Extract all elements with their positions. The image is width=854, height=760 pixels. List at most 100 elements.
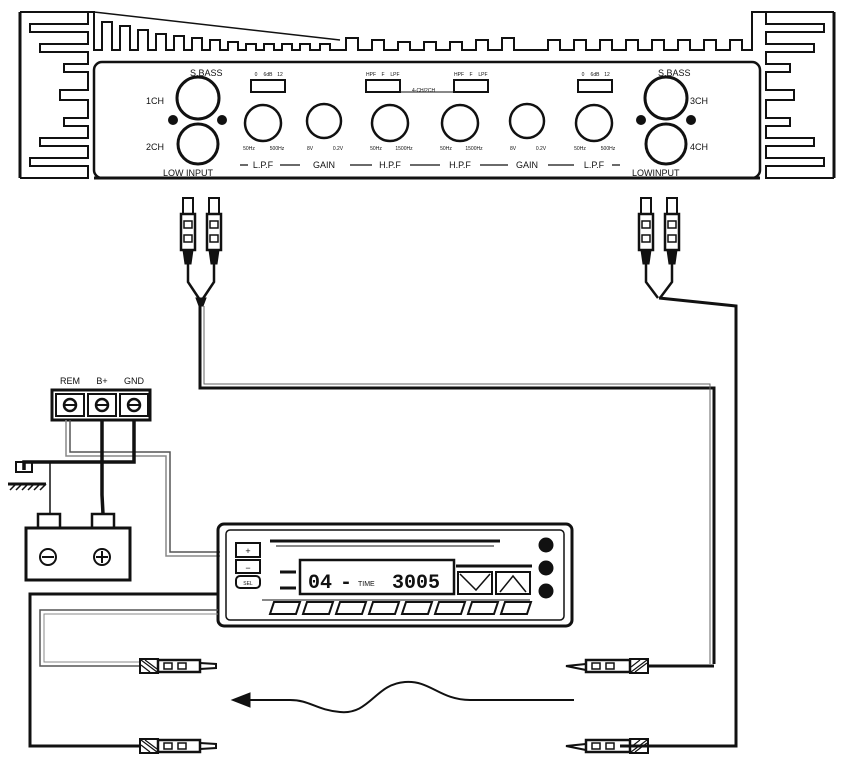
battery: ⊖ ⊕ bbox=[24, 512, 132, 582]
knob-lpf-right[interactable] bbox=[574, 103, 614, 143]
preset-button-3[interactable] bbox=[334, 601, 368, 615]
control-label-5: L.P.F bbox=[584, 160, 605, 170]
battery-positive-terminal: ⊕ bbox=[93, 548, 111, 566]
switch-option-0-2: 12 bbox=[277, 72, 283, 78]
wire-head-unit-out-grey bbox=[39, 609, 218, 667]
rca-cable-left bbox=[179, 197, 716, 664]
label-sbass-left: S.BASS bbox=[190, 68, 223, 78]
input-jack-3ch[interactable] bbox=[643, 75, 689, 121]
input-jack-4ch[interactable] bbox=[644, 122, 688, 166]
preset-button-7[interactable] bbox=[466, 601, 500, 615]
button-eject[interactable] bbox=[457, 571, 493, 595]
terminal-rem[interactable] bbox=[55, 393, 85, 417]
control-scale-min-5: 50Hz bbox=[574, 146, 586, 152]
wire-rca-left-to-head-unit bbox=[198, 306, 716, 664]
bass-knob-left-a[interactable] bbox=[168, 115, 178, 125]
connector-left-upper bbox=[139, 658, 217, 674]
rca-plug-left-2 bbox=[205, 197, 223, 265]
control-label-2: H.P.F bbox=[379, 160, 401, 170]
bass-knob-left-b[interactable] bbox=[217, 115, 227, 125]
preset-button-1[interactable] bbox=[268, 601, 302, 615]
switch-filter-right[interactable] bbox=[453, 79, 489, 93]
button-minus-label: − bbox=[245, 563, 250, 573]
button-round-1[interactable] bbox=[538, 537, 554, 553]
control-scale-max-4: 0.2V bbox=[536, 146, 547, 152]
terminal-label-bplus: B+ bbox=[96, 376, 107, 386]
connector-right-lower bbox=[565, 738, 649, 754]
switch-option-0-0: 0 bbox=[255, 72, 258, 78]
knob-hpf-right[interactable] bbox=[440, 103, 480, 143]
button-round-3[interactable] bbox=[538, 583, 554, 599]
knob-lpf-left[interactable] bbox=[243, 103, 283, 143]
control-scale-min-2: 50Hz bbox=[370, 146, 382, 152]
button-plus[interactable] bbox=[235, 542, 261, 558]
switch-slope-right[interactable] bbox=[577, 79, 613, 93]
preset-button-2[interactable] bbox=[301, 601, 335, 615]
display-track: 04 bbox=[308, 572, 332, 595]
control-label-3: H.P.F bbox=[449, 160, 471, 170]
preset-button-6[interactable] bbox=[433, 601, 467, 615]
terminal-bplus[interactable] bbox=[87, 393, 117, 417]
display-separator: - bbox=[340, 572, 352, 595]
display-time: 3005 bbox=[392, 572, 440, 595]
control-scale-min-0: 50Hz bbox=[243, 146, 255, 152]
preset-button-4[interactable] bbox=[367, 601, 401, 615]
button-open[interactable] bbox=[495, 571, 531, 595]
wire-bplus bbox=[100, 420, 105, 515]
button-minus[interactable] bbox=[235, 559, 261, 574]
switch-option-2-1: F bbox=[469, 72, 472, 78]
switch-filter-left[interactable] bbox=[365, 79, 401, 93]
rca-plug-right-2 bbox=[663, 197, 681, 265]
battery-negative-terminal: ⊖ bbox=[39, 548, 57, 566]
amplifier-heatsink-outline bbox=[20, 11, 89, 179]
switch-option-3-2: 12 bbox=[604, 72, 610, 78]
amplifier-top-fins bbox=[88, 11, 766, 51]
input-jack-2ch[interactable] bbox=[176, 122, 220, 166]
preset-button-8[interactable] bbox=[499, 601, 533, 615]
connector-right-upper bbox=[565, 658, 714, 674]
button-sel-label: SEL bbox=[243, 581, 253, 587]
label-1ch: 1CH bbox=[146, 96, 164, 106]
terminal-gnd[interactable] bbox=[119, 393, 149, 417]
wire-gnd bbox=[22, 420, 136, 470]
switch-option-1-2: LPF bbox=[390, 72, 399, 78]
input-jack-1ch[interactable] bbox=[175, 75, 221, 121]
switch-slope-left[interactable] bbox=[250, 79, 286, 93]
bass-knob-right-b[interactable] bbox=[686, 115, 696, 125]
connector-left-lower bbox=[139, 738, 217, 754]
amplifier-heatsink-outline-right bbox=[765, 11, 834, 179]
control-scale-min-4: 8V bbox=[510, 146, 517, 152]
knob-gain-left[interactable] bbox=[305, 102, 343, 140]
button-sel[interactable] bbox=[235, 575, 261, 589]
label-sbass-right: S.BASS bbox=[658, 68, 691, 78]
button-plus-label: + bbox=[245, 546, 250, 556]
switch-option-3-1: 6dB bbox=[591, 72, 601, 78]
control-scale-max-5: 500Hz bbox=[601, 146, 616, 152]
label-mode: 4-CH/2CH bbox=[412, 88, 435, 94]
arrow-head-left bbox=[230, 692, 251, 708]
control-label-1: GAIN bbox=[313, 160, 335, 170]
label-3ch: 3CH bbox=[690, 96, 708, 106]
display-small-label: TIME bbox=[358, 581, 375, 588]
button-round-2[interactable] bbox=[538, 560, 554, 576]
wire-rca-right-to-head-unit bbox=[620, 296, 738, 748]
knob-gain-right[interactable] bbox=[508, 102, 546, 140]
amplifier bbox=[18, 11, 836, 180]
switch-option-2-2: LPF bbox=[478, 72, 487, 78]
terminal-label-gnd: GND bbox=[124, 376, 145, 386]
preset-button-5[interactable] bbox=[400, 601, 434, 615]
bass-knob-right-a[interactable] bbox=[636, 115, 646, 125]
switch-option-3-0: 0 bbox=[582, 72, 585, 78]
control-scale-max-0: 500Hz bbox=[270, 146, 285, 152]
ground-symbol bbox=[8, 461, 47, 491]
label-low-input-left: LOW INPUT bbox=[163, 168, 214, 178]
head-unit bbox=[216, 522, 574, 628]
knob-hpf-left[interactable] bbox=[370, 103, 410, 143]
preset-buttons bbox=[268, 601, 533, 615]
control-scale-min-1: 8V bbox=[307, 146, 314, 152]
control-scale-min-3: 50Hz bbox=[440, 146, 452, 152]
switch-option-2-0: HPF bbox=[454, 72, 464, 78]
